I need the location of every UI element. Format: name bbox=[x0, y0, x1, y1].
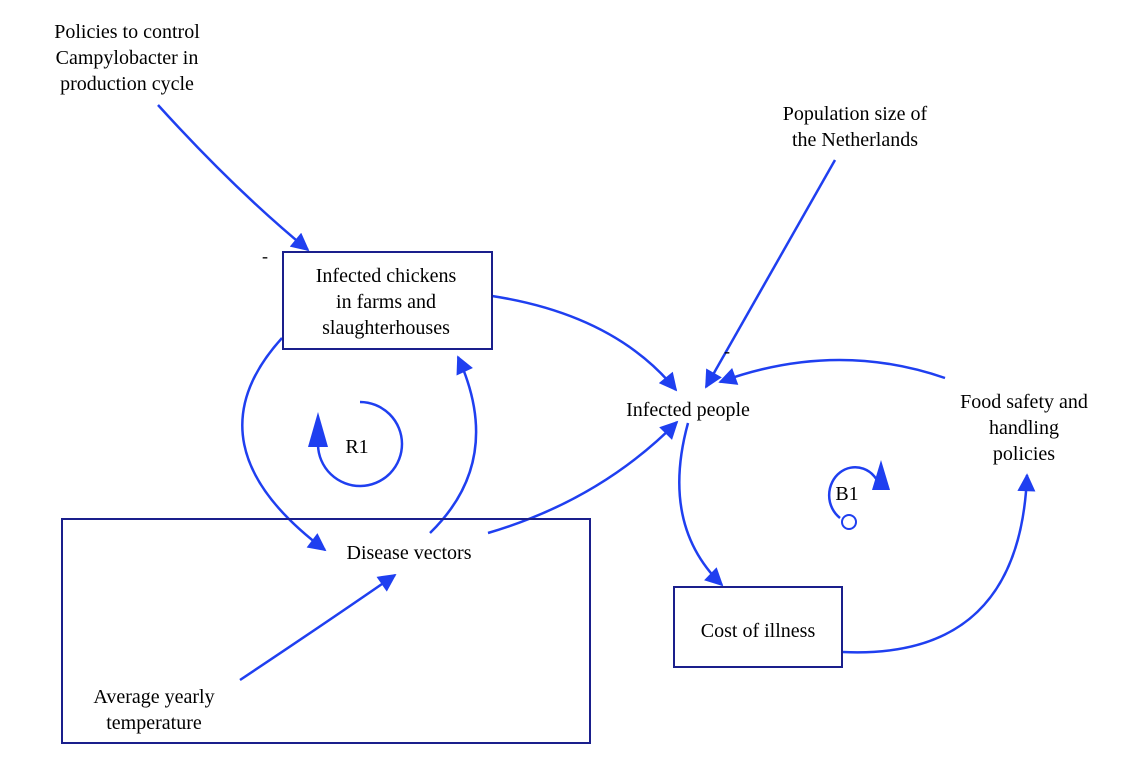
node-infected-people: Infected people bbox=[626, 399, 750, 421]
node-disease-vectors: Disease vectors bbox=[346, 542, 472, 564]
arrow-chickens-to-vectors bbox=[241, 337, 327, 552]
loop-r1-symbol bbox=[316, 400, 404, 488]
disease-vectors-temperature-box bbox=[61, 518, 591, 744]
cost-of-illness-box bbox=[673, 586, 843, 668]
polarity-sign-food-safety: - bbox=[724, 341, 730, 361]
arrow-foodsafety-to-people bbox=[718, 358, 946, 385]
loop-r1-arrowhead bbox=[308, 412, 328, 447]
loop-r1-label: R1 bbox=[345, 436, 369, 458]
polarity-sign-policies: - bbox=[262, 246, 268, 266]
loop-b1-arrowhead bbox=[872, 460, 890, 490]
node-population-size: Population size of the Netherlands bbox=[782, 103, 928, 151]
arrow-vectors-to-people bbox=[487, 420, 679, 535]
arrow-vectors-to-chickens bbox=[429, 355, 478, 534]
node-policies-campylobacter: Policies to control Campylobacter in pro… bbox=[54, 21, 200, 95]
arrow-temperature-to-vectors bbox=[239, 573, 397, 682]
arrow-population-to-people bbox=[704, 159, 837, 389]
node-cost-of-illness: Cost of illness bbox=[700, 620, 816, 642]
arrow-policies-to-chickens bbox=[157, 104, 310, 252]
loop-b1-label: B1 bbox=[835, 483, 859, 505]
node-food-safety-policies: Food safety and handling policies bbox=[960, 391, 1088, 465]
loop-b1-symbol bbox=[827, 466, 882, 519]
node-infected-chickens: Infected chickens in farms and slaughter… bbox=[315, 265, 457, 339]
arrow-people-to-cost bbox=[678, 422, 724, 587]
node-average-temperature: Average yearly temperature bbox=[93, 686, 215, 734]
infected-chickens-box bbox=[282, 251, 493, 350]
loop-b1-balancing-marker bbox=[841, 514, 857, 530]
arrow-chickens-to-people bbox=[491, 294, 678, 392]
arrow-cost-to-foodsafety bbox=[842, 473, 1036, 654]
